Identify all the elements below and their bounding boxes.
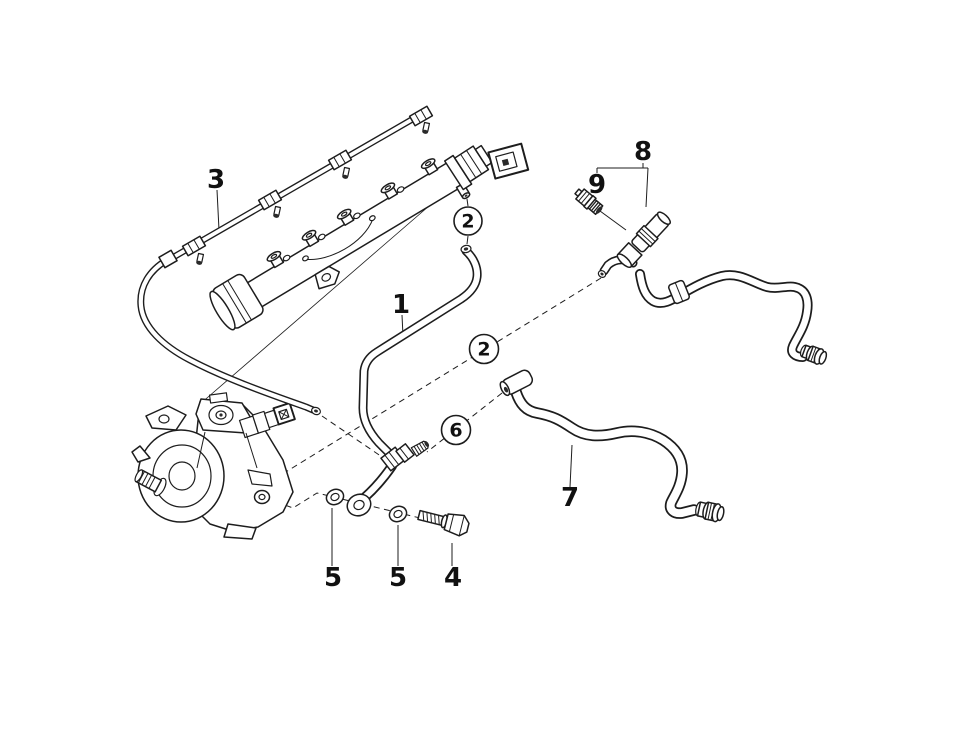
- return-hose-7[interactable]: [498, 368, 725, 523]
- union-screw: [273, 205, 282, 218]
- label-5-left[interactable]: 5: [324, 563, 342, 593]
- rail-port: [301, 229, 326, 248]
- hose-8-connector: [799, 344, 828, 365]
- banjo-bolt-4[interactable]: [416, 505, 470, 538]
- fuel-hose-8[interactable]: [597, 209, 828, 366]
- union-screw: [196, 252, 205, 265]
- sealing-washer-5-left[interactable]: [324, 487, 346, 508]
- union-screw: [342, 166, 351, 179]
- plug-9[interactable]: [572, 186, 605, 217]
- callout-2-mid-label[interactable]: 2: [477, 339, 490, 361]
- high-pressure-pump[interactable]: [131, 392, 296, 540]
- label-3[interactable]: 3: [207, 165, 225, 195]
- rail-port: [420, 158, 439, 176]
- callout-2-rail[interactable]: 2: [453, 206, 483, 236]
- rail-pressure-sensor[interactable]: [443, 140, 530, 191]
- callout-6[interactable]: 6: [440, 414, 472, 446]
- label-9[interactable]: 9: [588, 170, 606, 200]
- rail-port: [380, 182, 405, 200]
- rail-port: [336, 208, 361, 227]
- label-8[interactable]: 8: [634, 137, 652, 167]
- fuel-line-3[interactable]: [137, 105, 434, 416]
- callout-2-rail-label[interactable]: 2: [461, 211, 474, 233]
- label-7[interactable]: 7: [561, 483, 579, 513]
- callout-6-label[interactable]: 6: [449, 420, 462, 442]
- union-screw: [422, 121, 431, 134]
- rail-port: [266, 250, 291, 269]
- pressure-pipe-1[interactable]: [344, 244, 482, 519]
- sealing-washer-5-right[interactable]: [387, 504, 409, 525]
- callout-2-mid[interactable]: 2: [468, 333, 500, 365]
- label-5-right[interactable]: 5: [389, 563, 407, 593]
- hose-7-connector: [695, 501, 725, 523]
- leader-lines: [216, 163, 649, 566]
- banjo-fitting-6[interactable]: [380, 439, 431, 472]
- fuel-rail[interactable]: [205, 140, 530, 344]
- label-1[interactable]: 1: [392, 290, 410, 320]
- label-4[interactable]: 4: [444, 563, 462, 593]
